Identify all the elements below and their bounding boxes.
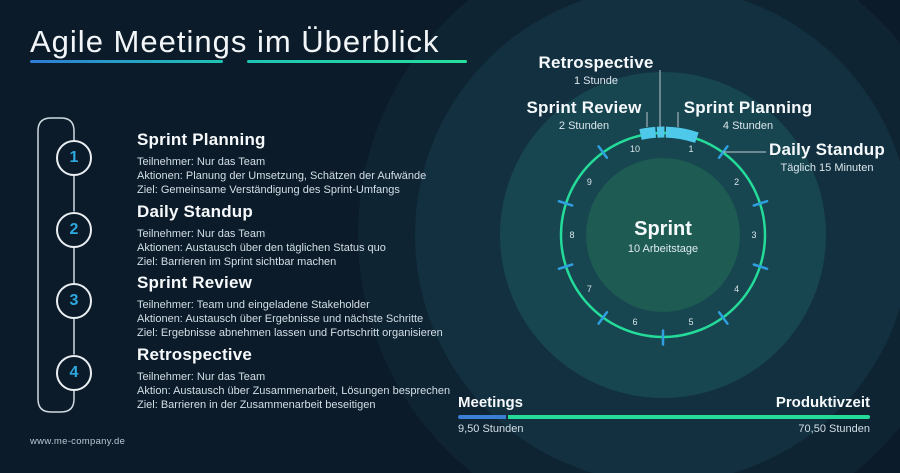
meeting-arc-sprint-review	[639, 126, 657, 140]
produktivzeit-bar-segment	[508, 415, 870, 419]
label-retrospective-title: Retrospective	[538, 53, 654, 72]
ring-day-number: 1	[688, 143, 694, 154]
sprint-title: Sprint	[634, 218, 692, 240]
time-ratio-bar	[458, 415, 870, 419]
step-title: Daily Standup	[137, 201, 253, 221]
meetings-bar-segment	[458, 415, 506, 419]
label-sprint-planning: Sprint Planning 4 Stunden	[684, 98, 813, 132]
label-retrospective: Retrospective 1 Stunde	[538, 53, 653, 87]
step-detail: Ziel: Barrieren im Sprint sichtbar mache…	[137, 255, 337, 268]
title-underline-left	[30, 60, 223, 63]
step-badge-4: 4	[56, 354, 92, 391]
ring-day-number: 5	[688, 316, 694, 327]
ring-day-number: 6	[632, 316, 638, 327]
ring-day-number: 2	[734, 176, 740, 187]
label-sprint-review-title: Sprint Review	[526, 98, 642, 117]
step-detail: Aktionen: Austausch über Ergebnisse und …	[137, 313, 424, 325]
sprint-center-label: Sprint 10 Arbeitstage	[628, 218, 698, 255]
step-detail: Teilnehmer: Nur das Team	[137, 370, 266, 383]
step-retrospective: Retrospective Teilnehmer: Nur das Team A…	[137, 345, 467, 412]
label-daily-standup: Daily Standup Täglich 15 Minuten	[769, 140, 885, 174]
ring-day-number: 9	[586, 176, 592, 187]
step-number-4: 4	[69, 363, 79, 381]
ring-day-number: 4	[734, 283, 740, 294]
step-badge-1: 1	[56, 140, 92, 176]
step-detail: Teilnehmer: Nur das Team	[137, 227, 266, 240]
step-detail: Teilnehmer: Team und eingeladene Stakeho…	[137, 299, 370, 311]
step-detail: Teilnehmer: Nur das Team	[137, 156, 266, 168]
time-summary: Meetings Produktivzeit 9,50 Stunden 70,5…	[458, 394, 870, 435]
step-title: Sprint Review	[137, 273, 253, 292]
background-circle-inner	[586, 158, 740, 312]
ring-day-number: 7	[586, 283, 592, 294]
step-detail: Ziel: Gemeinsame Verständigung des Sprin…	[137, 184, 400, 196]
title-underline-right	[247, 60, 467, 63]
step-detail: Aktionen: Austausch über den täglichen S…	[137, 241, 386, 254]
step-detail: Aktion: Austausch über Zusammenarbeit, L…	[137, 384, 451, 397]
step-badge-3: 3	[56, 283, 92, 319]
meetings-label: Meetings	[458, 394, 524, 411]
step-badge-2: 2	[56, 211, 92, 248]
page-title: Agile Meetings im Überblick	[30, 24, 440, 59]
produktivzeit-label: Produktivzeit	[775, 394, 870, 411]
label-sprint-planning-title: Sprint Planning	[683, 98, 813, 117]
website-url: www.me-company.de	[30, 436, 126, 447]
label-sprint-review: Sprint Review 2 Stunden	[526, 98, 641, 132]
label-sprint-review-duration: 2 Stunden	[558, 120, 610, 132]
step-number-2: 2	[69, 220, 79, 238]
label-sprint-planning-duration: 4 Stunden	[722, 120, 774, 132]
label-retrospective-duration: 1 Stunde	[573, 75, 619, 87]
step-number-1: 1	[69, 149, 79, 166]
step-title: Sprint Planning	[137, 130, 266, 149]
step-number-3: 3	[69, 292, 79, 309]
meeting-arc-sprint-planning	[665, 126, 699, 143]
label-daily-standup-title: Daily Standup	[769, 140, 885, 159]
ring-day-number: 10	[629, 143, 641, 154]
step-detail: Ziel: Barrieren in der Zusammenarbeit be…	[137, 398, 376, 411]
sprint-subtitle: 10 Arbeitstage	[627, 243, 699, 255]
step-daily-standup: Daily Standup Teilnehmer: Nur das Team A…	[137, 202, 467, 269]
meetings-value: 9,50 Stunden	[458, 423, 524, 435]
step-detail: Ziel: Ergebnisse abnehmen lassen und For…	[137, 327, 443, 339]
steps-bracket-loop	[37, 117, 75, 413]
step-sprint-planning: Sprint Planning Teilnehmer: Nur das Team…	[137, 130, 467, 197]
step-sprint-review: Sprint Review Teilnehmer: Team und einge…	[137, 273, 467, 340]
produktivzeit-value: 70,50 Stunden	[798, 423, 870, 435]
step-detail: Aktionen: Planung der Umsetzung, Schätze…	[137, 170, 427, 182]
ring-day-number: 3	[751, 230, 757, 240]
ring-day-number: 8	[569, 230, 575, 240]
step-title: Retrospective	[137, 344, 253, 364]
label-daily-standup-duration: Täglich 15 Minuten	[780, 162, 874, 174]
